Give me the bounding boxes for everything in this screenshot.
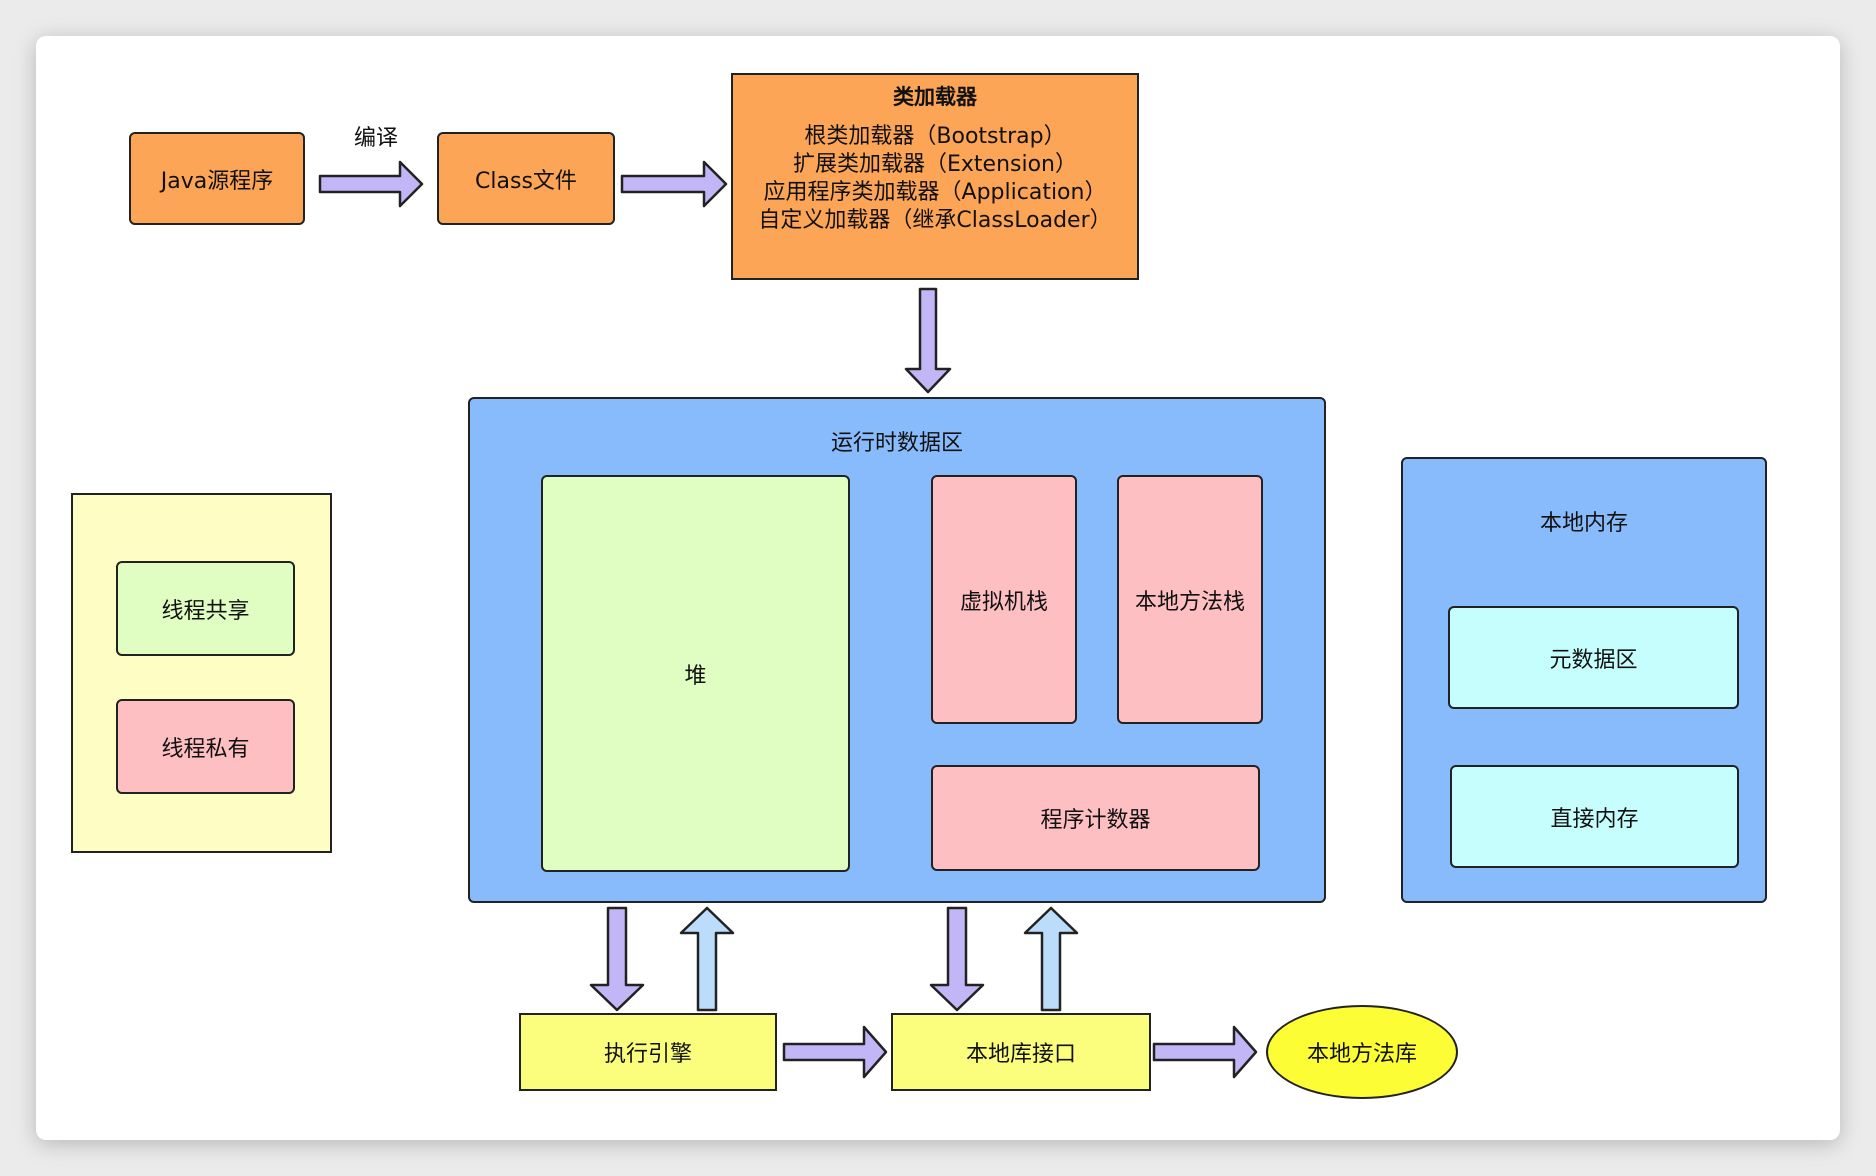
direct-memory-box: 直接内存 xyxy=(1450,765,1739,868)
class-file-label: Class文件 xyxy=(475,168,577,194)
arrow-load xyxy=(620,160,728,208)
vm-stack-box: 虚拟机栈 xyxy=(931,475,1077,724)
metaspace-box: 元数据区 xyxy=(1448,606,1739,709)
heap-label: 堆 xyxy=(684,663,707,689)
class-loader-list: 根类加载器（Bootstrap） 扩展类加载器（Extension） 应用程序类… xyxy=(733,123,1137,235)
native-interface-box: 本地库接口 xyxy=(891,1013,1151,1091)
legend-shared: 线程共享 xyxy=(116,561,295,656)
program-counter-box: 程序计数器 xyxy=(931,765,1260,871)
legend-private: 线程私有 xyxy=(116,699,295,794)
execution-engine-box: 执行引擎 xyxy=(519,1013,777,1091)
arrow-interface-to-runtime xyxy=(1023,906,1079,1012)
native-memory-title: 本地内存 xyxy=(1539,511,1628,536)
compile-label: 编译 xyxy=(354,126,399,151)
arrow-engine-to-runtime xyxy=(679,906,735,1012)
direct-memory-label: 直接内存 xyxy=(1550,806,1639,832)
class-loader-box: 类加载器 根类加载器（Bootstrap） 扩展类加载器（Extension） … xyxy=(731,73,1139,280)
legend-private-label: 线程私有 xyxy=(161,736,250,762)
class-file-box: Class文件 xyxy=(437,132,615,225)
native-interface-label: 本地库接口 xyxy=(965,1042,1076,1067)
metaspace-label: 元数据区 xyxy=(1549,647,1638,673)
native-method-stack-box: 本地方法栈 xyxy=(1117,475,1263,724)
arrow-loader-to-runtime xyxy=(904,287,952,394)
runtime-data-area-title: 运行时数据区 xyxy=(830,431,963,456)
java-source-box: Java源程序 xyxy=(129,132,305,225)
native-library-label: 本地方法库 xyxy=(1306,1042,1417,1067)
execution-engine-label: 执行引擎 xyxy=(603,1042,692,1067)
class-loader-title: 类加载器 xyxy=(893,85,977,109)
native-library-ellipse: 本地方法库 xyxy=(1266,1005,1458,1099)
bootstrap-loader: 根类加载器（Bootstrap） xyxy=(804,124,1066,149)
legend-shared-label: 线程共享 xyxy=(161,598,250,624)
program-counter-label: 程序计数器 xyxy=(1040,808,1151,833)
arrow-runtime-to-engine xyxy=(589,906,645,1012)
legend-box xyxy=(71,493,332,853)
arrow-runtime-to-interface xyxy=(929,906,985,1012)
application-loader: 应用程序类加载器（Application） xyxy=(763,180,1107,205)
heap-box: 堆 xyxy=(541,475,850,872)
custom-loader: 自定义加载器（继承ClassLoader） xyxy=(758,208,1112,233)
extension-loader: 扩展类加载器（Extension） xyxy=(792,152,1077,177)
native-method-stack-label: 本地方法栈 xyxy=(1134,589,1245,615)
arrow-compile xyxy=(318,160,424,208)
arrow-interface-to-library xyxy=(1152,1025,1258,1079)
java-source-label: Java源程序 xyxy=(160,168,274,194)
arrow-engine-to-interface xyxy=(782,1025,888,1079)
vm-stack-label: 虚拟机栈 xyxy=(959,589,1048,615)
